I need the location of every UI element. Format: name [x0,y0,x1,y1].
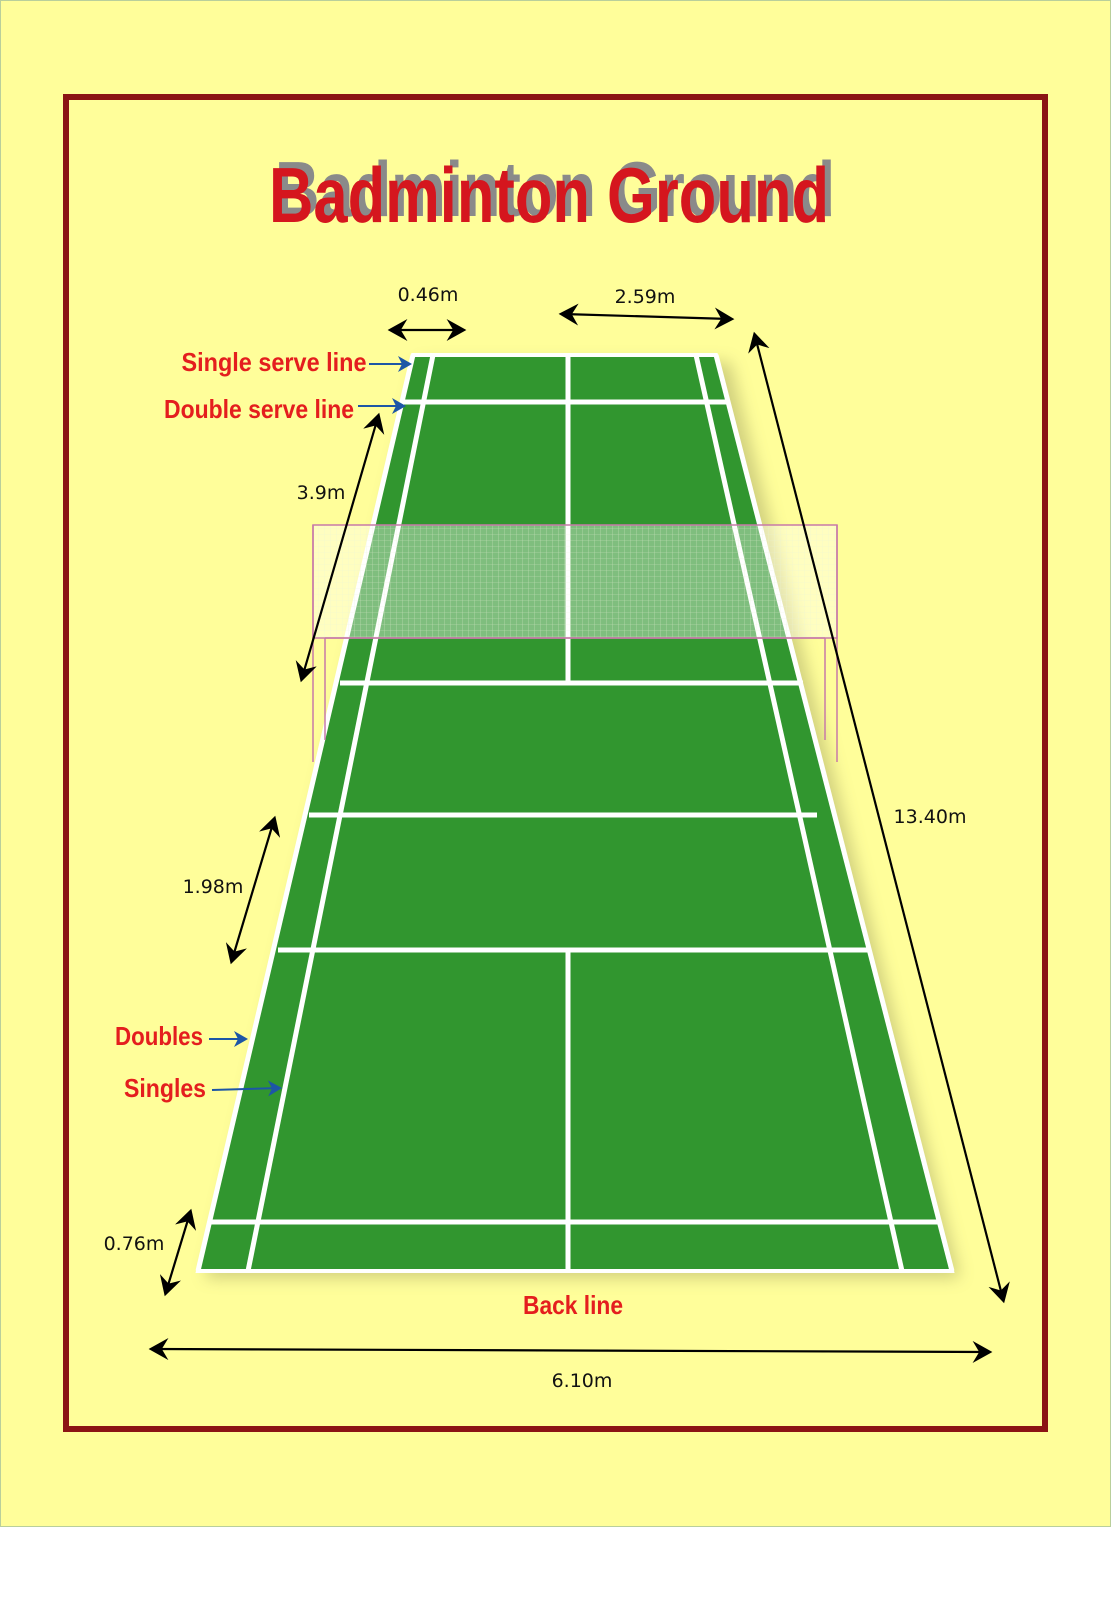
back-alley-arrow [159,1208,197,1297]
net-grid [313,525,837,638]
service-court-arrow [558,303,735,330]
service-court-width-label: 2.59m [615,286,676,308]
front-to-net-label: 3.9m [297,482,346,504]
title-shadow: Badminton Ground [275,145,835,233]
page-title: Badminton Ground [269,151,829,239]
front-to-net-arrow [295,412,385,683]
court-width-arrow [148,1338,993,1363]
short-service-depth-label: 1.98m [183,876,244,898]
singles-pointer [211,1080,282,1097]
dimension-arrows [148,303,1010,1363]
double-serve-line-label: Double serve line [164,394,354,424]
side-alley-width-label: 0.46m [398,284,459,306]
singles-label: Singles [124,1073,206,1103]
short-service-arrow [225,815,281,965]
single-serve-line-label: Single serve line [182,347,367,377]
court-length-label: 13.40m [894,806,967,828]
court-width-label: 6.10m [552,1370,613,1392]
frame-border [63,94,1048,1432]
back-alley-depth-label: 0.76m [104,1233,165,1255]
back-line-label: Back line [523,1290,623,1320]
doubles-label: Doubles [115,1021,203,1051]
court-length-arrow [748,331,1010,1304]
